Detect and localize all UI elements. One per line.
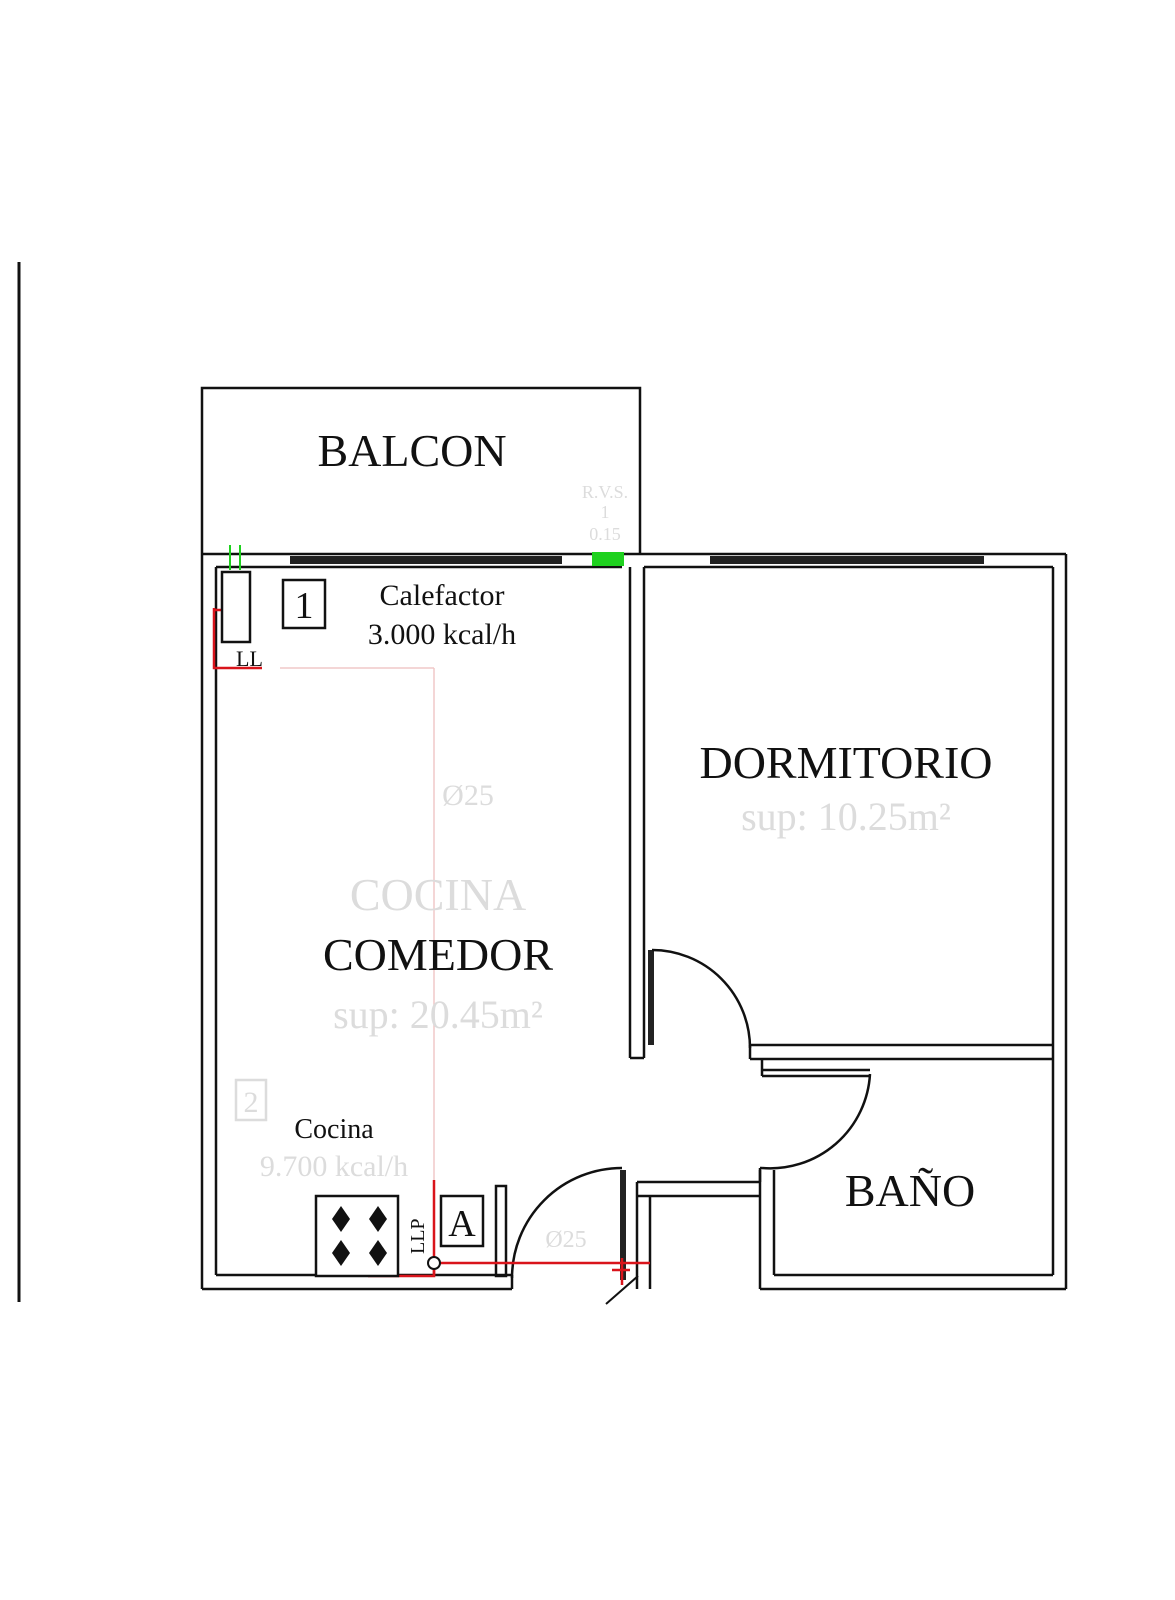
vent-marker xyxy=(592,552,624,566)
interior-wall-bano-top xyxy=(748,1043,1053,1078)
room-label-balcon: BALCON xyxy=(317,425,506,476)
ll-label: LL xyxy=(236,646,263,671)
calefactor-number: 1 xyxy=(295,585,314,627)
entrance-door xyxy=(494,1166,639,1305)
dormitorio-door-swing xyxy=(651,948,752,1049)
calefactor-power: 3.000 kcal/h xyxy=(368,618,516,651)
room-area-dormitorio: sup: 10.25m² xyxy=(741,794,951,839)
calefactor-number-box xyxy=(281,578,327,630)
room-label-comedor: COMEDOR xyxy=(323,929,553,980)
window-dormitorio xyxy=(710,556,984,564)
cocina-number-box-faint xyxy=(234,1078,268,1122)
outer-walls xyxy=(200,552,1068,1291)
bano-door-swing xyxy=(761,1073,872,1170)
vent-label-line2: 1 xyxy=(601,502,610,522)
calefactor-unit xyxy=(220,570,252,644)
cocina-power: 9.700 kcal/h xyxy=(260,1150,408,1183)
calefactor-name: Calefactor xyxy=(380,579,505,612)
llp-label: LLP xyxy=(407,1218,429,1254)
balcon-outline xyxy=(200,386,642,554)
vent-label-line3: 0.15 xyxy=(589,524,621,544)
room-area-comedor: sup: 20.45m² xyxy=(333,992,543,1037)
pipe-diameter-label-2: Ø25 xyxy=(545,1227,586,1253)
meter-label: A xyxy=(448,1203,476,1245)
stove-icon xyxy=(314,1194,400,1278)
interior-wall-dormitorio xyxy=(628,567,654,1060)
cocina-number: 2 xyxy=(244,1086,259,1119)
window-comedor xyxy=(290,556,562,564)
pipe-diameter-label-1: Ø25 xyxy=(442,779,494,812)
interior-wall-bano-left xyxy=(635,1166,762,1289)
vent-label-line1: R.V.S. xyxy=(582,482,628,502)
room-label-bano: BAÑO xyxy=(845,1165,975,1216)
cocina-name: Cocina xyxy=(294,1114,374,1145)
meter-box xyxy=(439,1194,485,1248)
room-label-cocina-faint: COCINA xyxy=(350,869,526,920)
vent-small-lines xyxy=(229,545,241,570)
gas-valve xyxy=(427,1256,441,1270)
faint-pipe-run xyxy=(280,667,435,1190)
room-label-dormitorio: DORMITORIO xyxy=(699,737,992,788)
